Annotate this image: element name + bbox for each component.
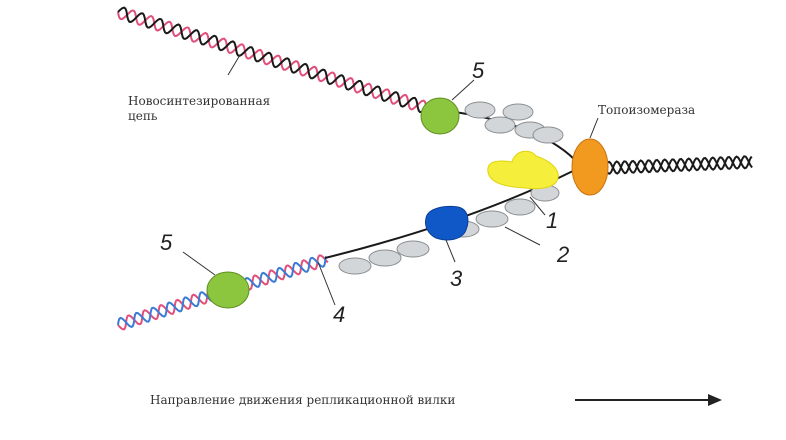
leader-line-5-left: [182, 251, 216, 276]
leader-line-5-top: [451, 79, 475, 101]
label-number-1: 1: [546, 208, 558, 233]
leader-line-4: [317, 261, 336, 306]
ssb-protein: [502, 103, 534, 121]
topoisomerase-protein: [571, 138, 609, 196]
sliding-clamp-top: [420, 97, 460, 135]
label-new-strand-line1: Новосинтезированная: [128, 94, 270, 108]
ssb-protein: [396, 240, 430, 258]
right-arrow-icon: [575, 394, 722, 406]
leader-line-topoisomerase: [589, 117, 599, 139]
dna-helix-upper: [117, 6, 439, 118]
label-number-5-left: 5: [160, 230, 173, 255]
label-topoisomerase: Топоизомераза: [598, 103, 695, 117]
ssb-protein: [338, 257, 372, 275]
leader-line-1: [529, 196, 546, 216]
leader-line-2: [504, 226, 541, 246]
dna-helix-parent: [604, 155, 753, 175]
primase-protein: [425, 205, 469, 241]
label-number-2: 2: [556, 242, 569, 267]
ssb-protein: [475, 210, 509, 228]
ssb-protein: [464, 101, 496, 119]
sliding-clamp-left: [206, 271, 250, 309]
leader-line-new-strand: [227, 54, 241, 76]
ssb-protein: [532, 126, 564, 144]
label-new-strand-line2: цепь: [128, 109, 158, 123]
dna-helix-layer: [117, 6, 753, 331]
label-direction: Направление движения репликационной вилк…: [150, 393, 455, 407]
ssb-protein: [504, 198, 536, 216]
ssb-protein: [368, 249, 402, 267]
helicase-protein: [487, 150, 559, 190]
label-number-5-top: 5: [472, 58, 485, 83]
label-number-3: 3: [450, 266, 463, 291]
leader-lines: [182, 54, 599, 306]
ssb-protein: [484, 116, 516, 134]
dna-helix-upper: [117, 9, 442, 117]
leader-line-3: [445, 239, 456, 263]
ssb-proteins-top: [464, 101, 564, 144]
label-number-4: 4: [333, 302, 345, 327]
